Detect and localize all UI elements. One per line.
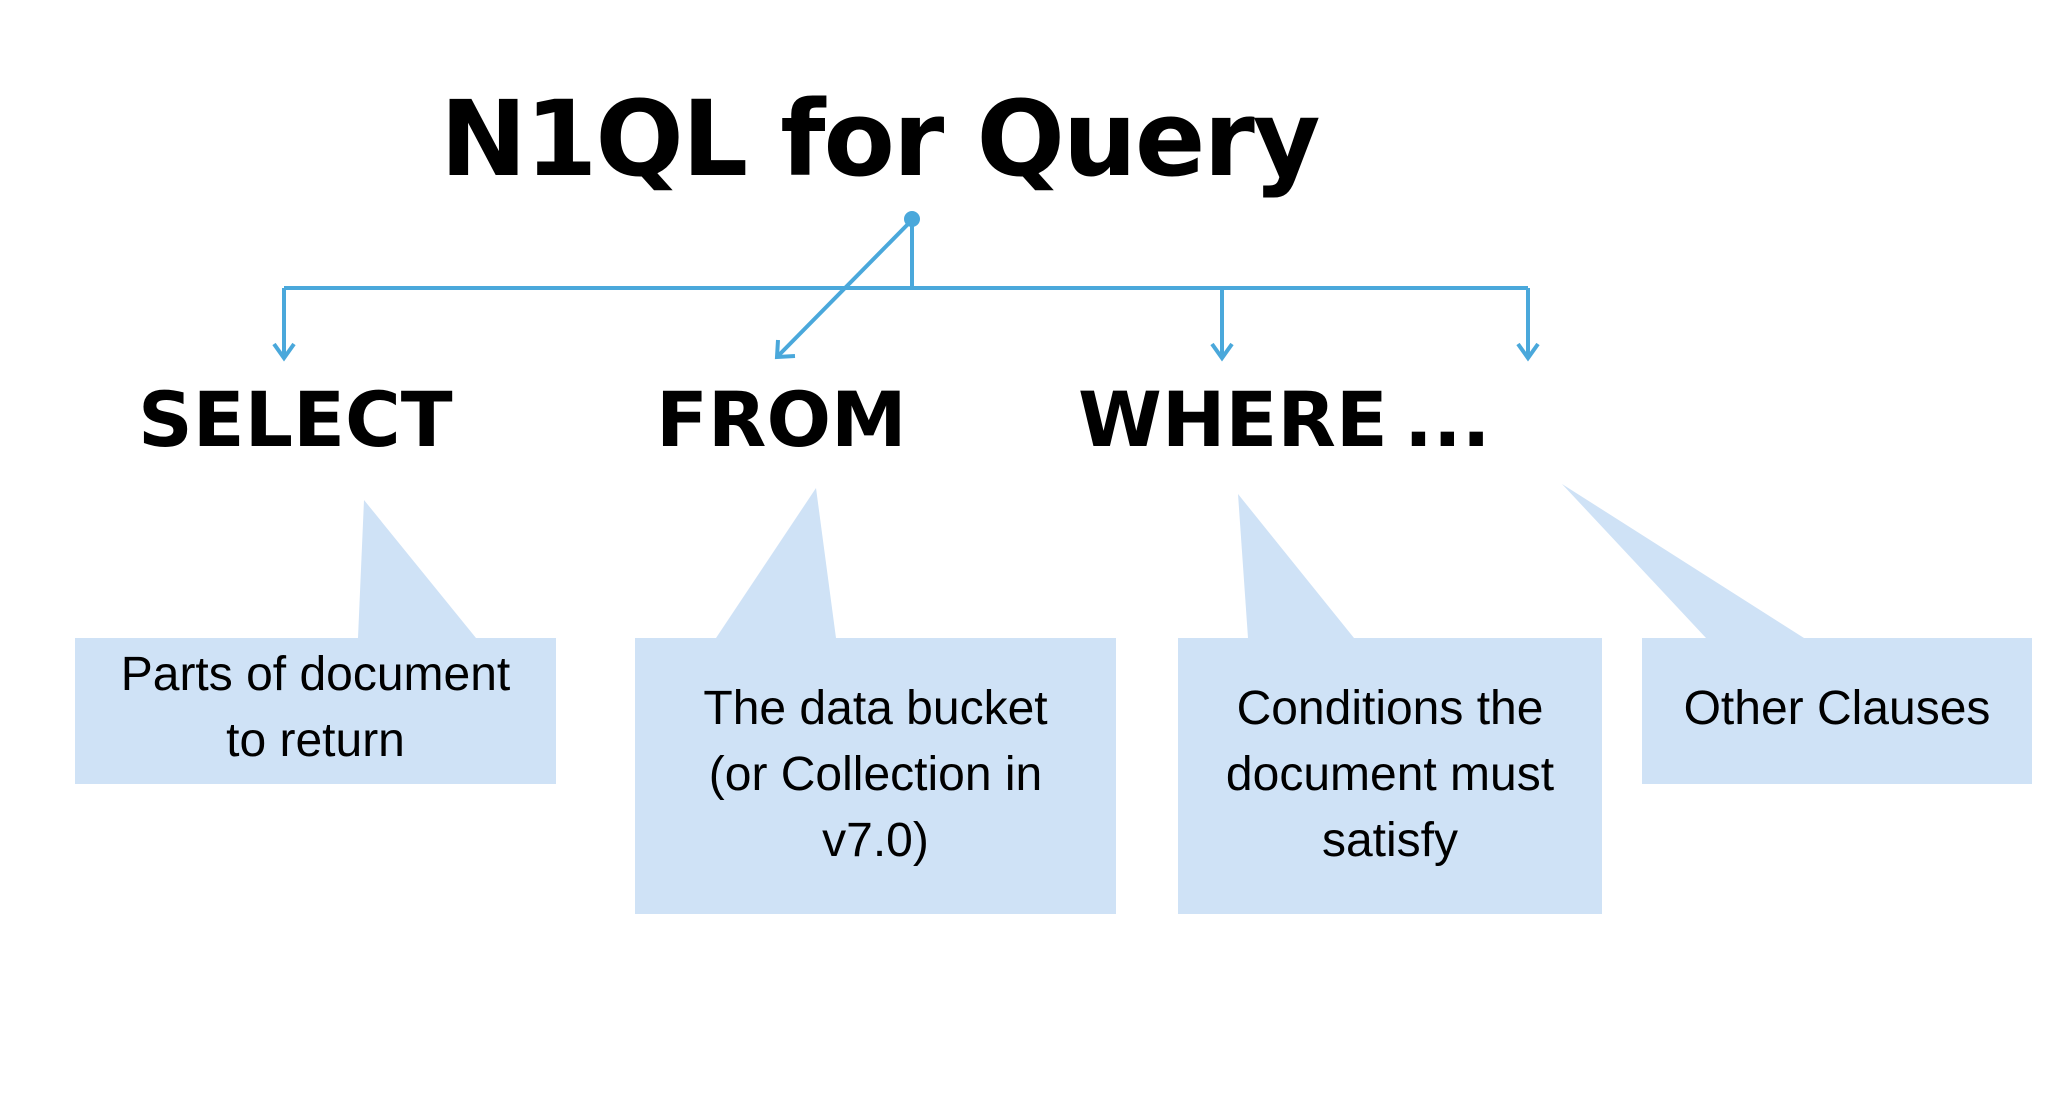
callout-where-line: satisfy [1321, 814, 1459, 867]
connector-origin-dot [904, 211, 920, 227]
callout-from-bubble [635, 488, 1116, 914]
keyword-ellipsis: ... [1404, 375, 1491, 464]
arrowhead-ellipsis [1516, 342, 1540, 362]
connector-to-from [776, 218, 914, 358]
callout-other-text: Other Clauses [1642, 676, 2032, 742]
callout-other-line: Other Clauses [1683, 682, 1991, 735]
arrowhead-select [272, 342, 296, 362]
callout-select-line: Parts of document [120, 648, 511, 701]
callout-where-line: Conditions the [1236, 682, 1544, 735]
callout-from-line: (or Collection in [708, 748, 1043, 801]
callout-where-bubble [1178, 494, 1602, 914]
callout-from-line: v7.0) [822, 814, 929, 867]
callout-where-line: document must [1225, 748, 1555, 801]
callout-from-line: The data bucket [703, 682, 1048, 735]
diagram-title: N1QL for Query [440, 78, 1321, 200]
callout-shapes [75, 484, 2032, 914]
connector-tree [272, 218, 1540, 362]
arrowhead-from [774, 339, 796, 360]
callout-where-text: Conditions the document must satisfy [1178, 676, 1602, 874]
keyword-select: SELECT [138, 375, 453, 464]
callout-select-line: to return [226, 714, 405, 767]
keyword-where: WHERE [1078, 375, 1388, 464]
keyword-from: FROM [656, 375, 907, 464]
callout-from-text: The data bucket (or Collection in v7.0) [635, 676, 1116, 874]
callout-select-text: Parts of document to return [75, 642, 556, 774]
arrowhead-where [1210, 342, 1234, 362]
callout-other-bubble [1562, 484, 2032, 784]
callout-select-bubble [75, 500, 556, 784]
